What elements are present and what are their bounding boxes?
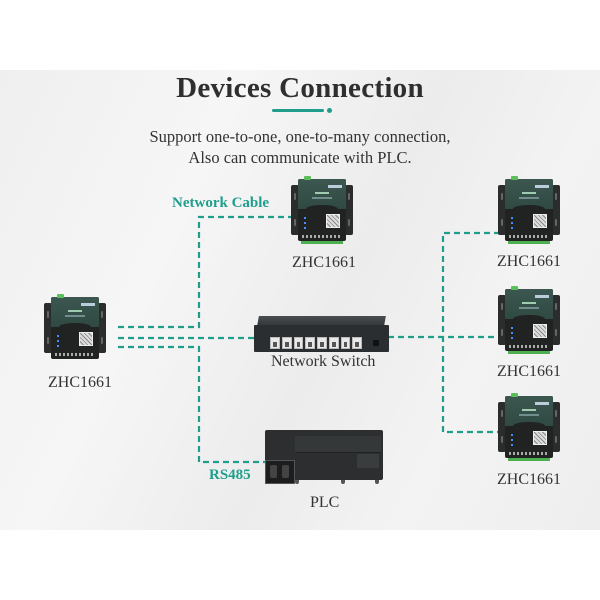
subtitle-line-2: Also can communicate with PLC. [188,148,412,167]
gateway-device-icon[interactable] [44,294,106,361]
gateway-device-icon[interactable] [498,393,560,461]
gateway-device-icon[interactable] [498,176,560,244]
plc-icon[interactable] [265,427,383,484]
connection-right-bus [441,231,500,434]
network-cable-label: Network Cable [172,195,270,211]
right-device-1-label: ZHC1661 [497,253,561,270]
gateway-device-icon[interactable] [498,286,560,354]
title-underline [272,109,324,112]
title-underline-dot [327,108,332,113]
connection-left-to-plc [118,345,265,464]
switch-label: Network Switch [271,353,376,370]
connection-left-to-top-device [118,215,292,329]
right-device-3-label: ZHC1661 [497,471,561,488]
page-title: Devices Connection [176,72,424,104]
rs485-label: RS485 [209,467,251,483]
top-device-label: ZHC1661 [292,254,356,271]
network-switch-icon[interactable] [254,316,389,352]
subtitle-line-1: Support one-to-one, one-to-many connecti… [149,127,451,146]
gateway-device-icon[interactable] [291,176,353,244]
plc-label: PLC [310,494,340,511]
left-device-label: ZHC1661 [48,374,112,391]
right-device-2-label: ZHC1661 [497,363,561,380]
